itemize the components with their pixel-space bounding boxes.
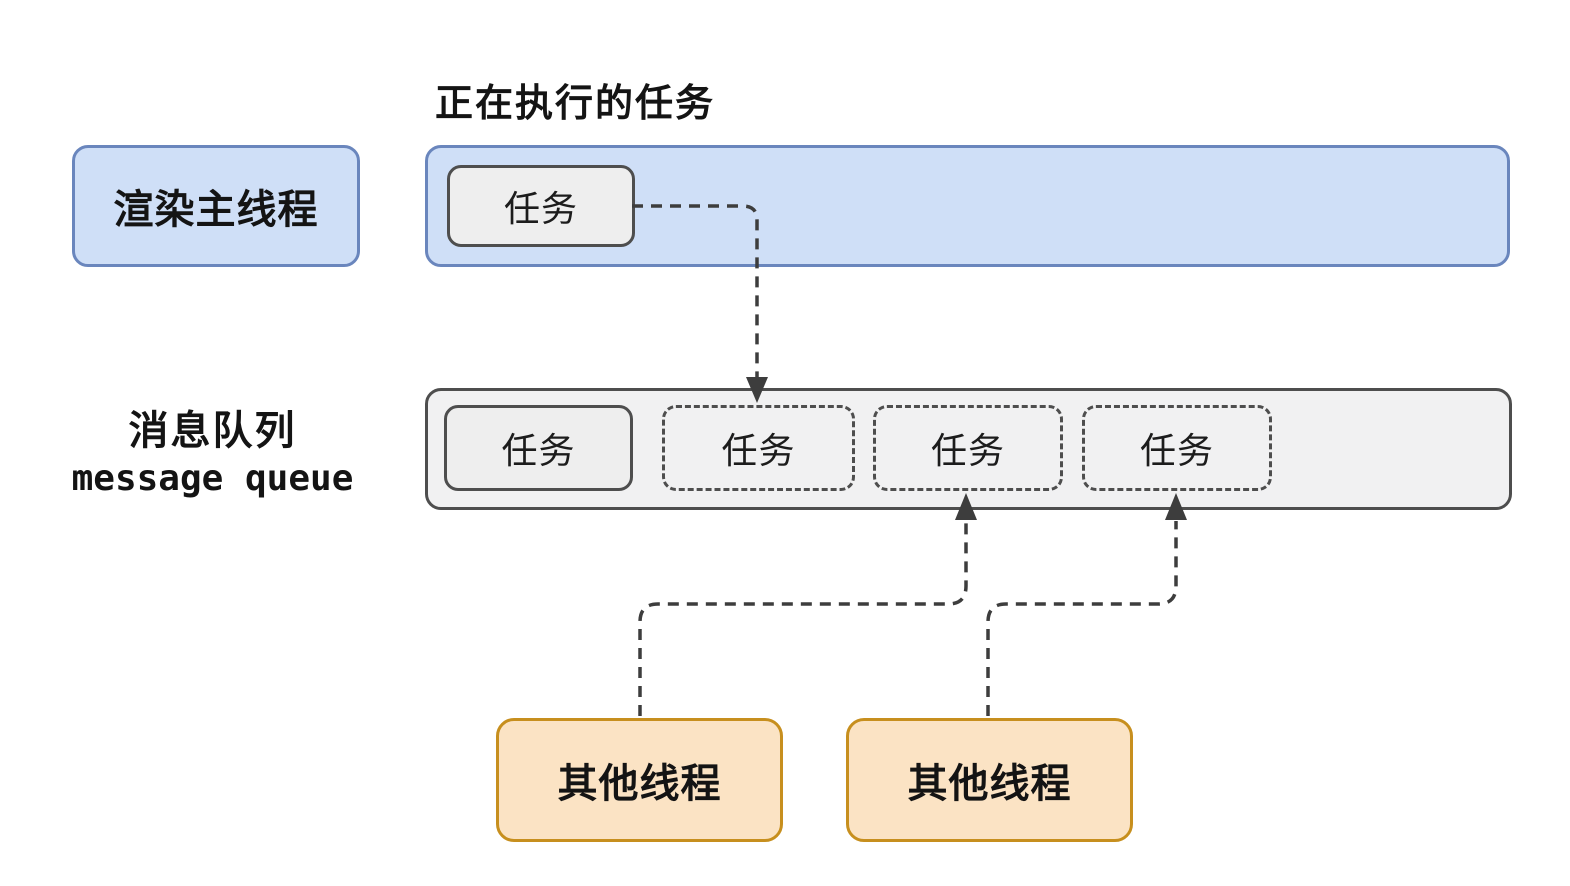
message-queue-label-en: message queue [71, 458, 354, 499]
queue-task-3: 任务 [873, 405, 1063, 491]
queue-task-1: 任务 [444, 405, 633, 491]
message-queue-label-zh: 消息队列 [128, 409, 297, 453]
arrow-other-thread-2-to-queue [986, 521, 1178, 716]
executing-task-box: 任务 [447, 165, 635, 247]
message-queue-container: 任务 任务 任务 任务 [425, 388, 1512, 510]
queue-task-2: 任务 [662, 405, 855, 491]
queue-task-4: 任务 [1082, 405, 1272, 491]
render-main-thread-box: 渲染主线程 [72, 145, 360, 267]
other-thread-box-1: 其他线程 [496, 718, 783, 842]
executing-track: 任务 [425, 145, 1510, 267]
message-queue-caption: 消息队列 message queue [40, 408, 385, 504]
other-thread-box-2: 其他线程 [846, 718, 1133, 842]
arrow-other-thread-1-to-queue [638, 521, 968, 716]
executing-task-title: 正在执行的任务 [435, 83, 716, 125]
